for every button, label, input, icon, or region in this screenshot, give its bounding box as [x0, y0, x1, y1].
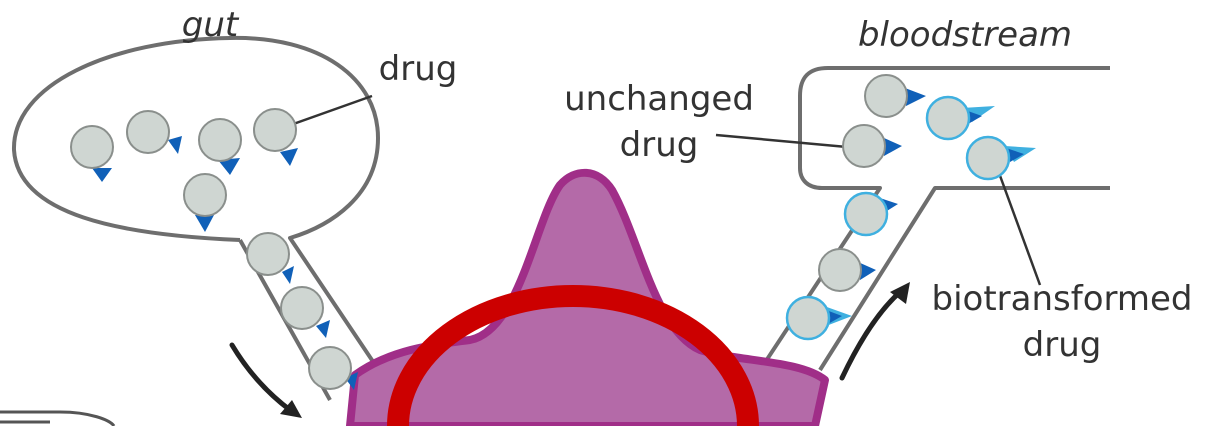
- gut-flow-arrow: [229, 342, 293, 413]
- drug-molecule: [246, 232, 294, 284]
- unchanged-drug-label-line2: drug: [620, 125, 699, 165]
- drug-molecule: [280, 286, 330, 338]
- drug-molecule: [308, 346, 358, 390]
- unchanged-drug-molecule: [864, 74, 926, 118]
- biotransformed-drug-label-line1: biotransformed: [931, 279, 1192, 319]
- bloodstream-molecules: [785, 74, 1036, 341]
- drug-leader-line: [281, 94, 373, 130]
- biotransformed-drug-leader-line: [993, 161, 1042, 286]
- biotransformed-drug-molecule: [785, 295, 852, 341]
- drug-molecule: [253, 108, 298, 166]
- drug-molecule: [70, 125, 114, 182]
- gut-molecules: [70, 108, 358, 390]
- bloodstream-vessel: [758, 66, 1110, 372]
- unchanged-drug-molecule: [842, 124, 902, 168]
- inset-panel-corner: [0, 410, 116, 428]
- biotransformed-drug-label-line2: drug: [1023, 325, 1102, 365]
- bloodstream-label: bloodstream: [858, 15, 1072, 55]
- blocked-symbol-ring: [387, 285, 759, 427]
- blood-flow-arrow: [839, 289, 903, 381]
- drug-label: drug: [379, 49, 458, 89]
- biotransformed-drug-molecule: [965, 135, 1036, 181]
- unchanged-drug-molecule: [818, 248, 876, 292]
- drug-molecule: [198, 118, 242, 175]
- biotransformed-drug-molecule: [925, 95, 995, 141]
- unchanged-drug-molecule: [843, 191, 898, 237]
- gut-label: gut: [182, 5, 240, 45]
- gut-flow-arrowhead: [280, 400, 302, 418]
- bloodstream-vessel-lower: [818, 186, 1110, 372]
- drug-molecule: [126, 110, 182, 154]
- blood-flow-arrowhead: [890, 282, 910, 304]
- unchanged-drug-label-line1: unchanged: [564, 79, 754, 119]
- unchanged-drug-leader-line: [715, 133, 859, 150]
- gut-compartment: [11, 35, 382, 374]
- drug-molecule: [183, 173, 227, 232]
